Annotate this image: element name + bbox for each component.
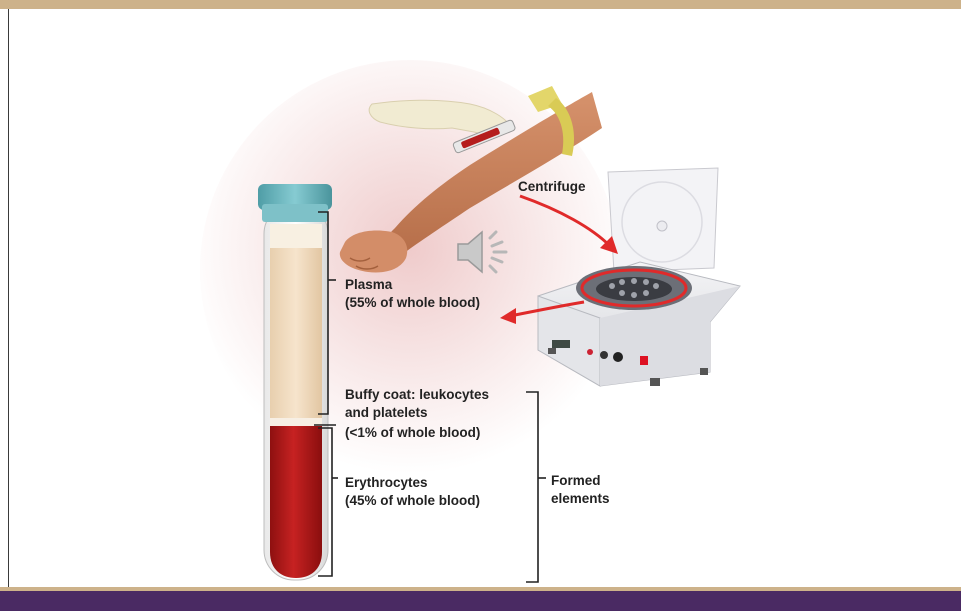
erythrocytes-label: Erythrocytes: [345, 474, 428, 492]
speaker-icon[interactable]: [452, 226, 520, 278]
centrifuge-machine: [538, 168, 740, 386]
formed-elements-label-2: elements: [551, 490, 610, 508]
centrifuge-label: Centrifuge: [518, 178, 586, 196]
formed-elements-label: Formed: [551, 472, 601, 490]
arrow-head-to-tube: [500, 308, 516, 324]
buffy-coat-label-2: and platelets: [345, 404, 428, 422]
plasma-percentage: (55% of whole blood): [345, 294, 480, 312]
buffy-coat-percentage: (<1% of whole blood): [345, 424, 480, 442]
gloved-hand-syringe: [369, 100, 516, 153]
buffy-coat-label: Buffy coat: leukocytes: [345, 386, 489, 404]
bottom-bar: [0, 591, 961, 611]
erythrocytes-percentage: (45% of whole blood): [345, 492, 480, 510]
erythrocyte-layer: [270, 426, 322, 578]
test-tube: [258, 184, 332, 580]
plasma-label: Plasma: [345, 276, 392, 294]
plasma-layer: [270, 248, 322, 418]
